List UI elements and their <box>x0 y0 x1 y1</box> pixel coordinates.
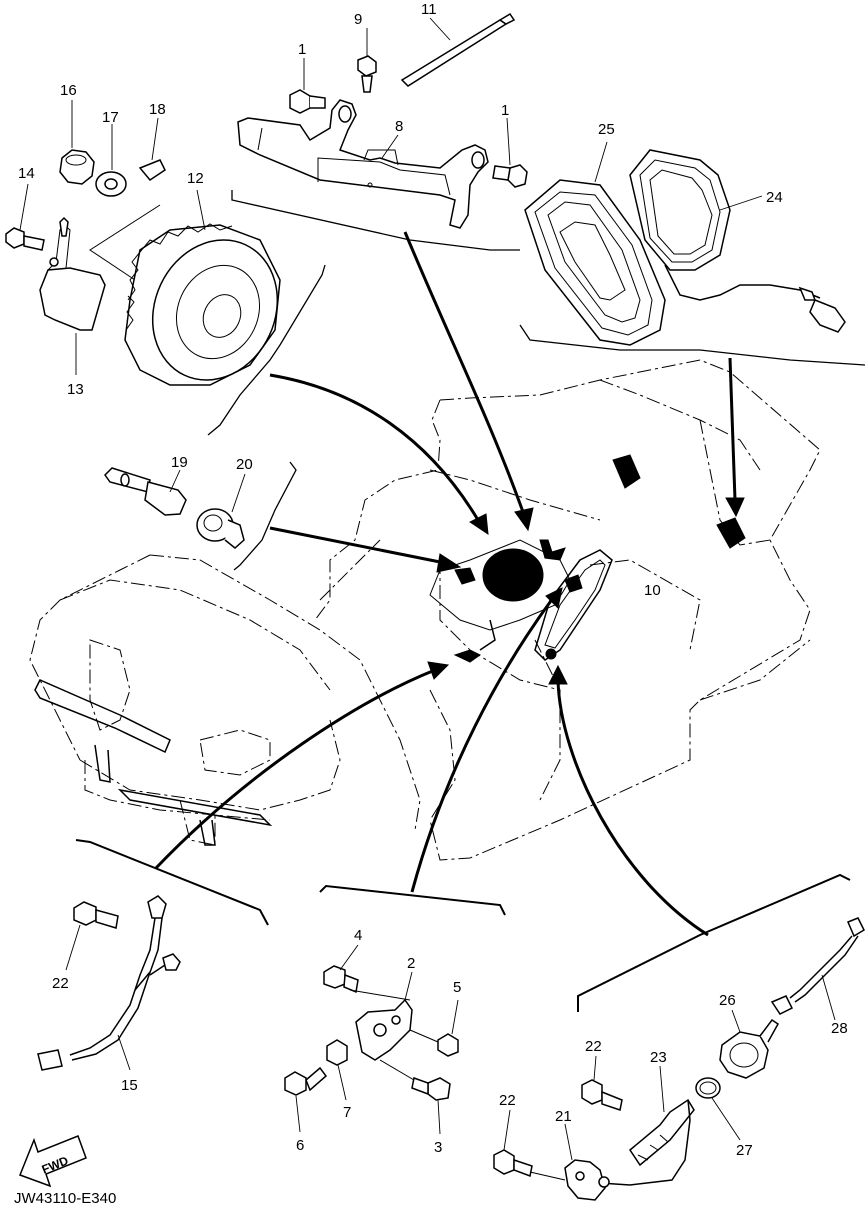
callout-15: 15 <box>121 1077 138 1094</box>
callout-23: 23 <box>650 1049 667 1066</box>
callout-24: 24 <box>766 189 783 206</box>
callout-26: 26 <box>719 992 736 1009</box>
callout-27: 27 <box>736 1142 753 1159</box>
callout-21: 21 <box>555 1108 572 1125</box>
sensor-bracket-group <box>284 944 459 1135</box>
callout-12: 12 <box>187 170 204 187</box>
callout-9: 9 <box>354 11 362 28</box>
sensor-group <box>104 467 246 549</box>
callout-2: 2 <box>407 955 415 972</box>
flywheel-12 <box>124 223 281 386</box>
callout-22: 22 <box>499 1092 516 1109</box>
collar-7 <box>326 1039 348 1066</box>
harness-15 <box>37 895 181 1071</box>
callout-5: 5 <box>453 979 461 996</box>
bolt-22-lower <box>493 1149 533 1178</box>
bolt-22-left <box>73 901 119 929</box>
callout-10: 10 <box>644 582 661 599</box>
callout-1: 1 <box>298 41 306 58</box>
callout-4: 4 <box>354 927 362 944</box>
callout-25: 25 <box>598 121 615 138</box>
cdi-installed <box>612 454 641 489</box>
callout-16: 16 <box>60 82 77 99</box>
bracket-assembly <box>237 12 528 229</box>
lead-guide-part <box>534 549 613 661</box>
callout-6: 6 <box>296 1137 304 1154</box>
switch-group <box>493 917 865 1201</box>
callout-3: 3 <box>434 1139 442 1156</box>
coil-13 <box>39 216 106 331</box>
diagram-code: JW43110-E340 <box>14 1190 116 1207</box>
harness-installed <box>453 649 481 663</box>
fwd-arrow-icon: FWD <box>19 1135 87 1188</box>
location-arrows <box>154 231 745 937</box>
cover-25 <box>524 179 666 346</box>
ignition-group <box>5 100 281 386</box>
bolt-3 <box>411 1077 451 1101</box>
switch-26 <box>719 1018 779 1079</box>
bolt-14 <box>5 227 45 251</box>
vehicle-body-outline <box>29 359 821 861</box>
nut-16 <box>59 149 95 185</box>
bolt-1-left <box>289 89 326 114</box>
callout-8: 8 <box>395 118 403 135</box>
sensor-installed <box>454 567 476 585</box>
o-ring-27 <box>695 1077 721 1099</box>
bolt-4 <box>323 965 359 994</box>
bolt-6 <box>284 1066 328 1096</box>
callout-22: 22 <box>585 1038 602 1055</box>
cdi-group <box>524 141 846 346</box>
harness-group <box>37 895 181 1071</box>
flywheel-installed <box>482 548 544 602</box>
callout-labels: 1 1 2 3 4 5 6 7 8 9 10 11 12 13 14 15 16… <box>18 1 848 1159</box>
lead-28 <box>770 917 865 1015</box>
callout-19: 19 <box>171 454 188 471</box>
callout-14: 14 <box>18 165 35 182</box>
callout-1: 1 <box>501 102 509 119</box>
sensor-19 <box>104 467 187 516</box>
callout-13: 13 <box>67 381 84 398</box>
installed-components <box>429 454 746 663</box>
callout-frames <box>75 190 865 1012</box>
callout-11: 11 <box>421 1 437 18</box>
bolt-1-right <box>492 164 528 188</box>
grommet-20 <box>196 508 245 549</box>
bolt-22-mid <box>581 1079 623 1111</box>
bracket-2 <box>355 998 413 1061</box>
nut-5 <box>437 1033 459 1057</box>
coil-installed <box>539 539 566 561</box>
washer-17 <box>95 171 127 197</box>
callout-18: 18 <box>149 101 166 118</box>
key-18 <box>138 159 166 181</box>
bolt-9 <box>357 55 377 93</box>
callout-28: 28 <box>831 1020 848 1037</box>
callout-17: 17 <box>102 109 119 126</box>
bracket-23 <box>599 1098 695 1186</box>
bracket-21 <box>564 1159 610 1201</box>
cdi-unit-24 <box>629 149 846 333</box>
callout-20: 20 <box>236 456 253 473</box>
relay-installed <box>716 517 746 549</box>
callout-22: 22 <box>52 975 69 992</box>
cable-tie-11 <box>400 12 516 87</box>
callout-7: 7 <box>343 1104 351 1121</box>
